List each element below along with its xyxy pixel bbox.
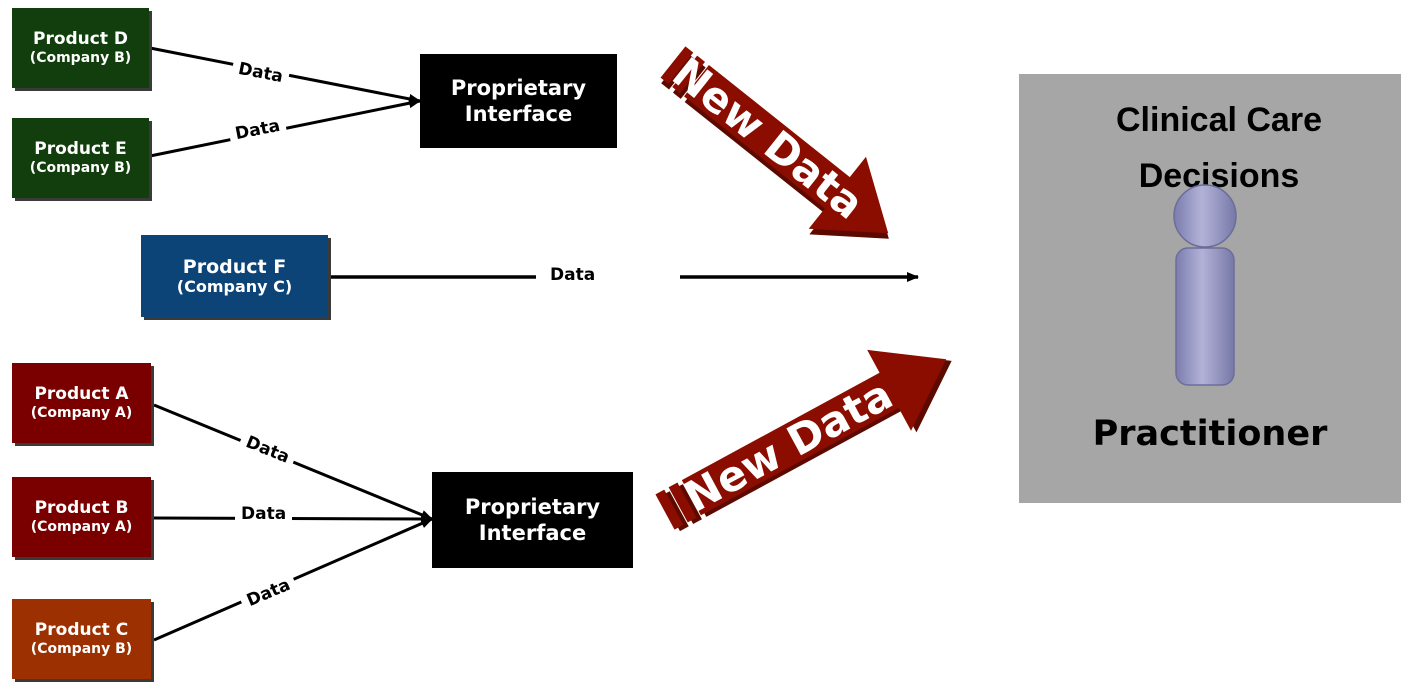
product-d-name: Product D xyxy=(32,29,129,49)
product-b-company: (Company A) xyxy=(30,519,133,535)
practitioner-label: Practitioner xyxy=(1092,414,1328,454)
product-c-name: Product C xyxy=(34,620,129,640)
product-f-company: (Company C) xyxy=(176,277,293,296)
data-label-b: Data xyxy=(235,504,293,524)
product-f-box: Product F (Company C) xyxy=(141,235,328,317)
connector-b-interface xyxy=(153,513,433,524)
interface-bottom-line1: Proprietary xyxy=(464,495,601,519)
product-d-box: Product D (Company B) xyxy=(12,8,149,88)
product-e-company: (Company B) xyxy=(29,160,132,176)
new-data-arrow-top: New Data xyxy=(660,46,889,239)
interface-top-line2: Interface xyxy=(464,102,573,126)
data-label-f: Data xyxy=(536,265,680,285)
product-c-company: (Company B) xyxy=(30,641,133,657)
product-b-box: Product B (Company A) xyxy=(12,477,151,557)
product-c-box: Product C (Company B) xyxy=(12,599,151,679)
practitioner-figure-icon xyxy=(1173,184,1237,386)
product-b-name: Product B xyxy=(34,498,129,518)
proprietary-interface-bottom: Proprietary Interface xyxy=(432,472,633,568)
interface-bottom-line2: Interface xyxy=(478,521,587,545)
interface-top-line1: Proprietary xyxy=(450,76,587,100)
product-a-company: (Company A) xyxy=(30,405,133,421)
product-a-name: Product A xyxy=(34,384,129,404)
product-e-name: Product E xyxy=(34,139,127,159)
product-f-name: Product F xyxy=(182,256,287,278)
new-data-label-top: New Data xyxy=(663,48,872,229)
proprietary-interface-top: Proprietary Interface xyxy=(420,54,617,148)
product-d-company: (Company B) xyxy=(29,50,132,66)
product-e-box: Product E (Company B) xyxy=(12,118,149,198)
clinical-care-title-line1: Clinical Care xyxy=(1116,101,1322,139)
product-a-box: Product A (Company A) xyxy=(12,363,151,443)
new-data-label-bottom: New Data xyxy=(676,370,900,522)
clinical-care-panel: Clinical Care Decisions Practitioner xyxy=(1019,74,1401,503)
new-data-arrow-bottom: New Data xyxy=(655,349,952,532)
